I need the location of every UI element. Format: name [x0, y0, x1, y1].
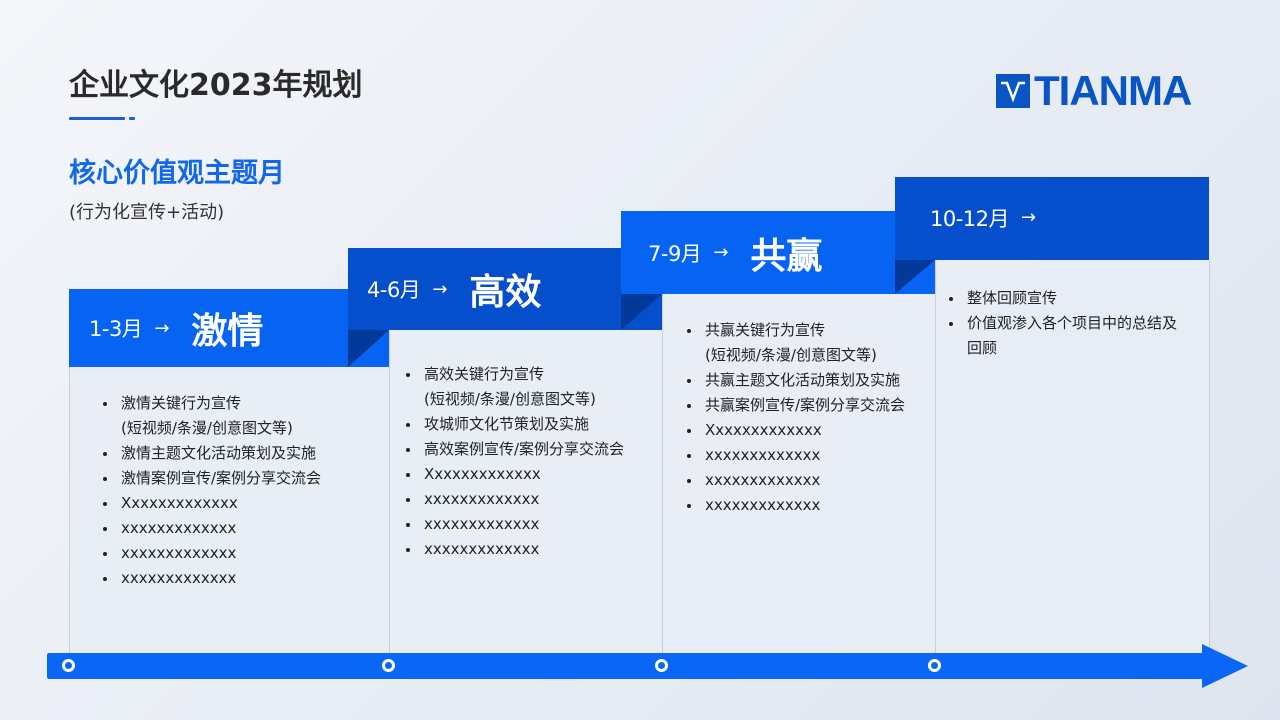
timeline-node-2	[382, 659, 395, 672]
phase-4-panel	[935, 260, 1210, 657]
timeline-node-3	[655, 659, 668, 672]
title-underline	[69, 117, 125, 120]
phase-3-fold	[621, 294, 662, 330]
phase-3-header: 7-9月 → 共赢	[621, 211, 935, 294]
phase-1-panel	[69, 367, 390, 657]
phase-1-list: 激情关键行为宣传(短视频/条漫/创意图文等) 激情主题文化活动策划及实施 激情案…	[101, 391, 321, 591]
phase-3-panel	[662, 294, 936, 657]
list-item: Xxxxxxxxxxxxx	[101, 491, 321, 516]
list-item: xxxxxxxxxxxxx	[101, 566, 321, 591]
phase-1-header: 1-3月 → 激情	[69, 289, 389, 367]
list-item: 攻城师文化节策划及实施	[404, 412, 624, 437]
section-subtitle: 核心价值观主题月	[69, 158, 285, 189]
timeline-arrowhead-icon	[1202, 644, 1248, 688]
phase-3-range: 7-9月	[648, 241, 702, 266]
phase-4-list: 整体回顾宣传 价值观渗入各个项目中的总结及回顾	[947, 286, 1177, 361]
timeline-node-4	[928, 659, 941, 672]
phase-2-header: 4-6月 → 高效	[348, 248, 662, 330]
phase-3-theme: 共赢	[750, 235, 823, 277]
list-item: 激情关键行为宣传(短视频/条漫/创意图文等)	[101, 391, 321, 441]
list-item: 共赢案例宣传/案例分享交流会	[685, 393, 905, 418]
phase-1-theme: 激情	[191, 311, 264, 352]
section-subnote: (行为化宣传+活动)	[69, 202, 225, 223]
title-underline-dash	[129, 117, 135, 120]
phase-2-panel	[389, 330, 663, 657]
list-item: xxxxxxxxxxxxx	[404, 512, 624, 537]
list-item: 共赢关键行为宣传(短视频/条漫/创意图文等)	[685, 318, 905, 368]
arrow-right-icon: →	[432, 278, 448, 300]
page-title: 企业文化2023年规划	[69, 68, 363, 103]
phase-4-range: 10-12月	[930, 206, 1010, 231]
phase-2-range: 4-6月	[367, 278, 421, 302]
tianma-logo-mark-icon	[996, 74, 1030, 108]
list-item: 激情主题文化活动策划及实施	[101, 441, 321, 466]
arrow-right-icon: →	[1021, 207, 1037, 228]
list-item: 激情案例宣传/案例分享交流会	[101, 466, 321, 491]
list-item: xxxxxxxxxxxxx	[685, 493, 905, 518]
list-item: xxxxxxxxxxxxx	[101, 516, 321, 541]
list-item: xxxxxxxxxxxxx	[685, 468, 905, 493]
logo-text: TIANMA	[1034, 67, 1192, 114]
arrow-right-icon: →	[154, 317, 170, 339]
list-item: xxxxxxxxxxxxx	[101, 541, 321, 566]
list-item: Xxxxxxxxxxxxx	[404, 462, 624, 487]
list-item: 整体回顾宣传	[947, 286, 1177, 311]
list-item: 高效关键行为宣传(短视频/条漫/创意图文等)	[404, 362, 624, 412]
phase-2-theme: 高效	[469, 272, 542, 313]
tianma-logo: TIANMA	[996, 67, 1192, 114]
phase-4-fold	[895, 260, 935, 294]
list-item: xxxxxxxxxxxxx	[404, 487, 624, 512]
phase-2-fold	[348, 330, 389, 367]
list-item: xxxxxxxxxxxxx	[685, 443, 905, 468]
phase-2-list: 高效关键行为宣传(短视频/条漫/创意图文等) 攻城师文化节策划及实施 高效案例宣…	[404, 362, 624, 562]
timeline-node-1	[62, 659, 75, 672]
phase-4-header: 10-12月 →	[895, 177, 1209, 260]
timeline-arrow-bar	[47, 653, 1207, 679]
list-item: Xxxxxxxxxxxxx	[685, 418, 905, 443]
phase-3-list: 共赢关键行为宣传(短视频/条漫/创意图文等) 共赢主题文化活动策划及实施 共赢案…	[685, 318, 905, 518]
list-item: 高效案例宣传/案例分享交流会	[404, 437, 624, 462]
list-item: xxxxxxxxxxxxx	[404, 537, 624, 562]
arrow-right-icon: →	[713, 242, 729, 263]
list-item: 共赢主题文化活动策划及实施	[685, 368, 905, 393]
phase-1-range: 1-3月	[89, 317, 143, 341]
list-item: 价值观渗入各个项目中的总结及回顾	[947, 311, 1177, 361]
